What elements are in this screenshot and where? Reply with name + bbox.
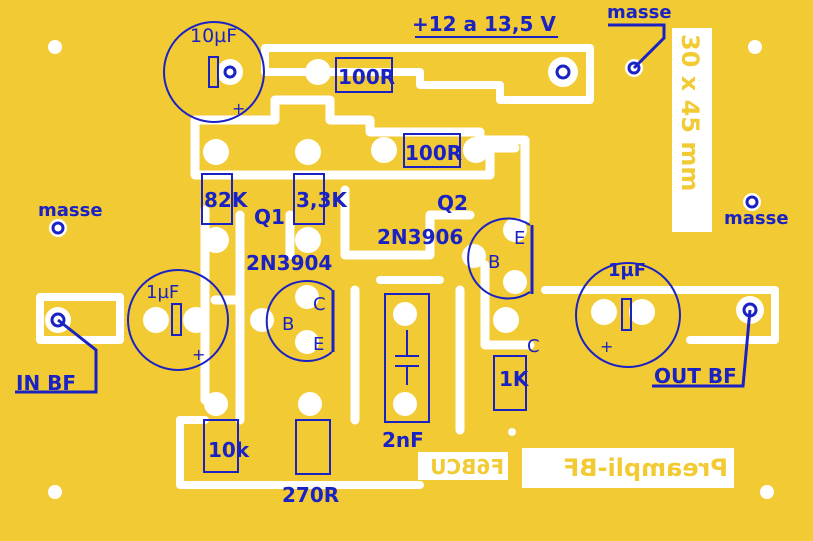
q2-type-label: 2N3906: [377, 225, 463, 249]
r270r-outline: [295, 419, 331, 475]
r10k-outline: [203, 419, 239, 473]
c1uf-out-outline: [575, 262, 681, 368]
q1-pin-b: B: [282, 314, 294, 335]
title-label-panel: [522, 448, 734, 488]
c1uf-in-outline: [127, 269, 229, 371]
q2-name-label: Q2: [437, 191, 468, 215]
c1uf-in-label: 1µF: [146, 282, 179, 303]
r3k3-outline: [293, 173, 325, 225]
c1uf-out-plus: +: [600, 337, 613, 356]
q1-pin-e: E: [313, 334, 324, 355]
size-label: 30 x 45 mm: [676, 34, 704, 191]
q1-outline: [265, 280, 333, 362]
r82k-outline: [201, 173, 233, 225]
q2-pin-c: C: [527, 336, 540, 357]
pad-holes: [50, 61, 759, 328]
isolation-tracks: [36, 44, 779, 489]
r82k-label: 82K: [204, 188, 249, 212]
c1uf-in-plus: +: [192, 345, 205, 364]
out-bf-label: OUT BF: [654, 364, 737, 388]
mounting-holes: [48, 40, 774, 499]
c2nf-label: 2nF: [382, 428, 424, 452]
q2-pin-e: E: [514, 228, 525, 249]
in-bf-label: IN BF: [16, 371, 76, 395]
component-outlines: [15, 21, 752, 475]
c10uf-plus: +: [232, 99, 245, 118]
q1-pin-c: C: [313, 294, 326, 315]
r3k3-label: 3,3K: [296, 188, 348, 212]
masse-left-label: masse: [38, 200, 103, 221]
r100r-mid-label: 100R: [405, 141, 462, 165]
q1-type-label: 2N3904: [246, 251, 332, 275]
q2-outline: [467, 217, 531, 300]
c10uf-label: 10µF: [190, 25, 237, 47]
callsign-label-panel: [418, 452, 508, 480]
callsign-label: F6BCU: [430, 455, 504, 479]
r100r-top-outline: [335, 57, 393, 93]
r100r-mid-outline: [403, 133, 461, 168]
c2nf-outline: [384, 293, 430, 423]
supply-label: +12 a 13,5 V: [412, 12, 556, 36]
masse-top-label: masse: [607, 2, 672, 23]
r10k-label: 10k: [208, 438, 250, 462]
r1k-label: 1K: [499, 367, 530, 391]
q2-pin-b: B: [488, 252, 500, 273]
title-label: Preampli-BF: [563, 454, 728, 482]
r1k-outline: [493, 355, 527, 411]
masse-right-label: masse: [724, 208, 789, 229]
r100r-top-label: 100R: [338, 65, 395, 89]
c10uf-outline: [163, 21, 265, 123]
q1-name-label: Q1: [254, 205, 285, 229]
size-label-panel: [672, 28, 712, 232]
c1uf-out-label: 1µF: [608, 260, 646, 281]
r270r-label: 270R: [282, 483, 339, 507]
board-labels: +12 a 13,5 V masse masse masse IN BF OUT…: [16, 2, 789, 507]
